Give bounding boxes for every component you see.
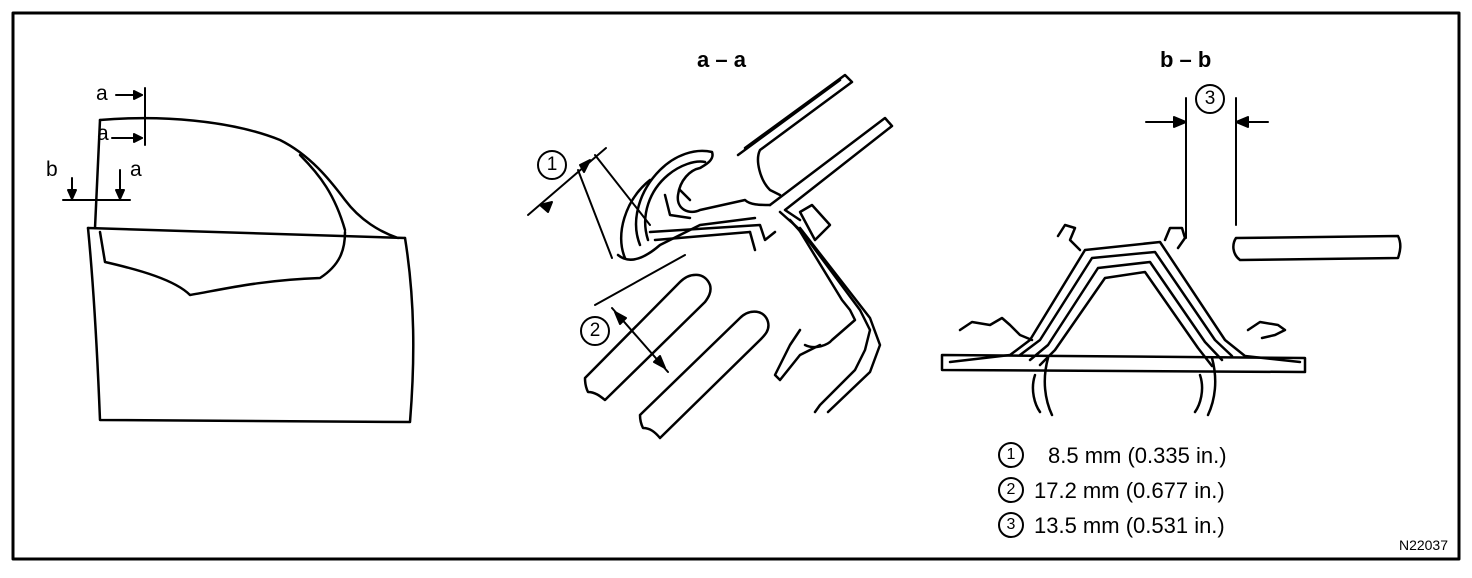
section-bb-drawing: [940, 223, 1402, 417]
door-label-b: b: [46, 158, 58, 181]
dimension-marker-3: 3: [1195, 84, 1225, 114]
section-aa-drawing: [583, 73, 894, 440]
door-outline: [86, 116, 415, 424]
door-label-a-low: a: [130, 158, 142, 181]
legend-text: 17.2 mm (0.677 in.): [1034, 478, 1225, 503]
dimension-marker-1: 1: [537, 150, 567, 180]
legend-number: 3: [998, 512, 1024, 538]
door-label-a-mid: a: [97, 122, 109, 145]
dimension-marker-2: 2: [580, 316, 610, 346]
door-label-a-top: a: [96, 82, 108, 105]
section-bb-dimensions: [1145, 97, 1269, 239]
legend-number: 1: [998, 442, 1024, 468]
section-bb-title: b – b: [1160, 47, 1212, 72]
diagram-border: [11, 11, 1461, 561]
door-section-markers: [62, 87, 146, 201]
legend-number: 2: [998, 477, 1024, 503]
section-aa-dimensions: [527, 147, 686, 373]
section-aa-title: a – a: [697, 47, 746, 72]
legend-text: 8.5 mm (0.335 in.): [1048, 443, 1227, 468]
figure-id: N22037: [1398, 537, 1448, 553]
legend-text: 13.5 mm (0.531 in.): [1034, 513, 1225, 538]
